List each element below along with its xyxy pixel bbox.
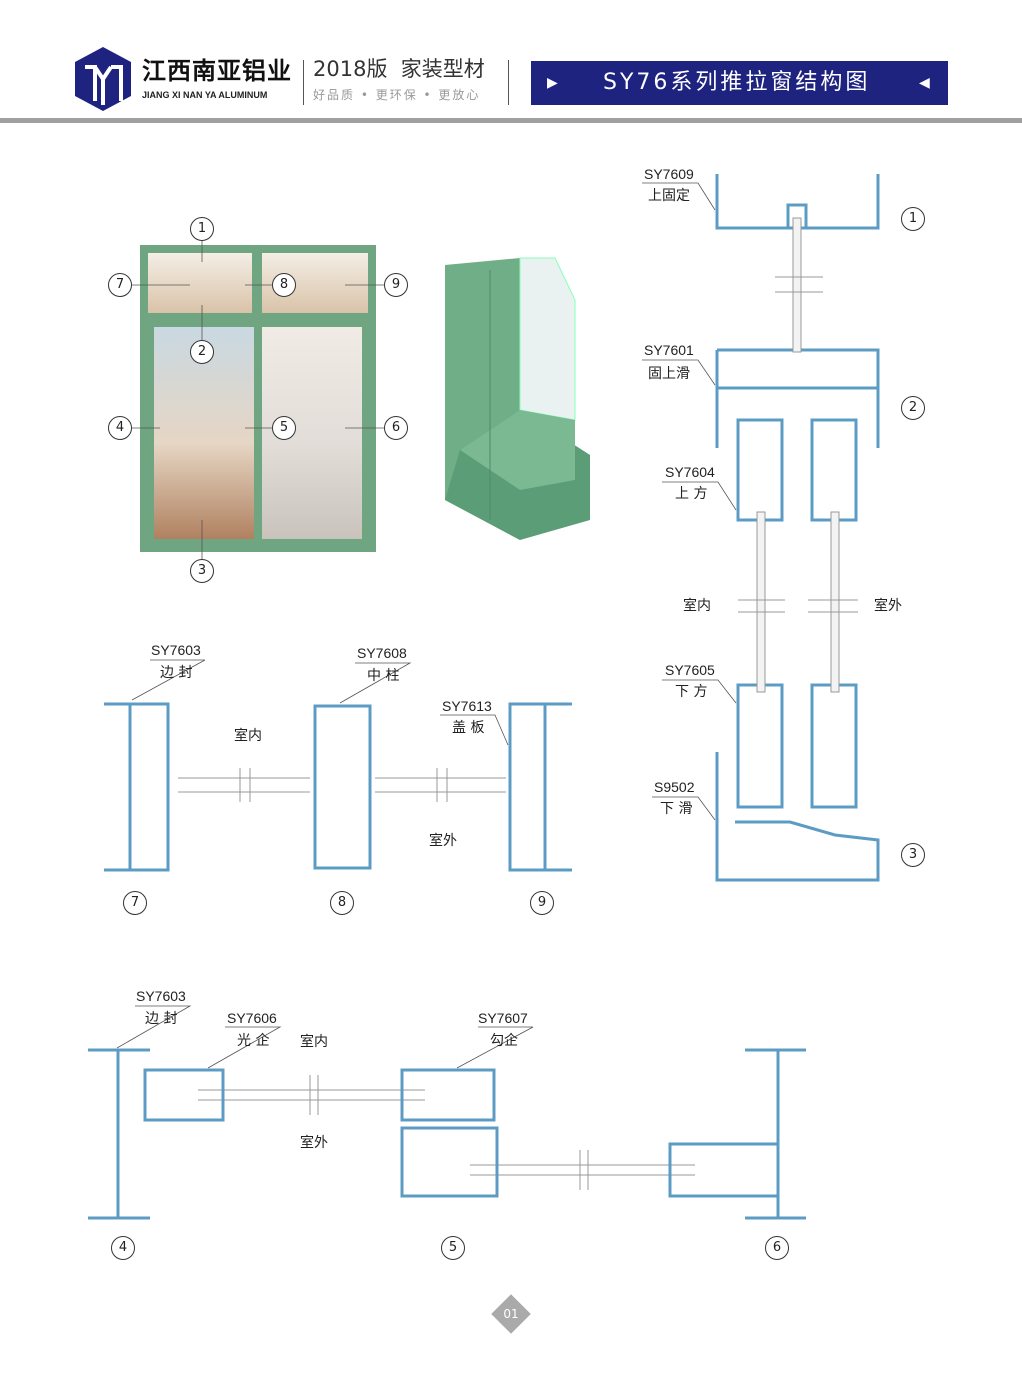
section-number: 5 [441, 1236, 465, 1260]
callout-1: 1 [190, 217, 214, 241]
callout-2: 2 [190, 340, 214, 364]
section-number: 7 [123, 891, 147, 915]
part-code: SY7603 [151, 642, 201, 658]
page-number: 01 [503, 1307, 519, 1321]
part-name: 下 方 [675, 684, 708, 700]
inside-label: 室内 [683, 598, 711, 614]
part-name: 光 企 [237, 1033, 270, 1049]
triangle-left-icon: ◀ [919, 75, 930, 91]
part-code: SY7601 [644, 342, 694, 358]
part-code: SY7605 [665, 662, 715, 678]
part-name: 边 封 [160, 665, 193, 681]
section-number: 8 [330, 891, 354, 915]
title-banner: ▶ SY76系列推拉窗结构图 ◀ [531, 61, 948, 105]
outside-label: 室外 [429, 833, 457, 849]
part-code: SY7603 [136, 988, 186, 1004]
part-name: 中 柱 [367, 668, 400, 684]
part-name: 盖 板 [452, 720, 485, 736]
part-code: SY7607 [478, 1010, 528, 1026]
part-code: SY7604 [665, 464, 715, 480]
callout-9: 9 [384, 273, 408, 297]
company-name-en: JIANG XI NAN YA ALUMINUM [142, 90, 268, 100]
header-divider [508, 60, 509, 105]
inside-label: 室内 [300, 1034, 328, 1050]
inside-label: 室内 [234, 728, 262, 744]
callout-4: 4 [108, 416, 132, 440]
edition-text: 2018版 家装型材 [313, 57, 485, 81]
section-number: 4 [111, 1236, 135, 1260]
header-divider [303, 60, 304, 105]
header-rule [0, 118, 1022, 123]
part-code: SY7613 [442, 698, 492, 714]
callout-7: 7 [108, 273, 132, 297]
section-number: 6 [765, 1236, 789, 1260]
section-number: 2 [901, 396, 925, 420]
outside-label: 室外 [300, 1135, 328, 1151]
callout-8: 8 [272, 273, 296, 297]
part-code: SY7608 [357, 645, 407, 661]
part-name: 上固定 [648, 188, 690, 204]
part-code: S9502 [654, 779, 695, 795]
part-name: 勾企 [490, 1033, 518, 1049]
callout-5: 5 [272, 416, 296, 440]
section-number: 3 [901, 843, 925, 867]
company-logo [73, 45, 133, 113]
part-name: 边 封 [145, 1011, 178, 1027]
part-code: SY7606 [227, 1010, 277, 1026]
outside-label: 室外 [874, 598, 902, 614]
part-name: 下 滑 [660, 801, 693, 817]
callout-6: 6 [384, 416, 408, 440]
company-name-cn: 江西南亚铝业 [142, 57, 292, 85]
window-photo [140, 245, 376, 552]
triangle-right-icon: ▶ [547, 75, 558, 91]
page-title: SY76系列推拉窗结构图 [603, 70, 871, 95]
section-number: 9 [530, 891, 554, 915]
slogan-text: 好品质 • 更环保 • 更放心 [313, 88, 481, 102]
logo-hexagon-icon [75, 47, 131, 111]
callout-3: 3 [190, 559, 214, 583]
part-code: SY7609 [644, 166, 694, 182]
part-name: 上 方 [675, 486, 708, 502]
section-number: 1 [901, 207, 925, 231]
part-name: 固上滑 [648, 366, 690, 382]
